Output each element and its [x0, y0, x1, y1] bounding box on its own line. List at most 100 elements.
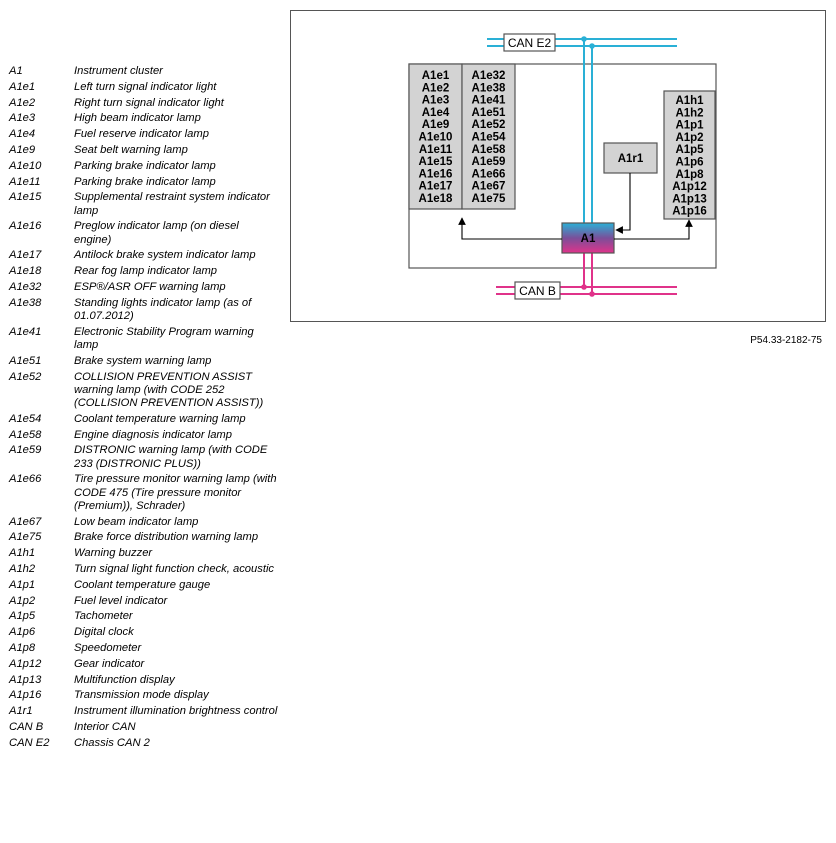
lamp-column-right: A1e32A1e38A1e41A1e51A1e52A1e54A1e58A1e59…	[472, 70, 506, 205]
legend-description: Tire pressure monitor warning lamp (with…	[74, 473, 277, 512]
legend-description: Rear fog lamp indicator lamp	[74, 265, 218, 278]
legend-code: CAN B	[9, 720, 44, 733]
legend-item: A1p2 Fuel level indicator	[9, 595, 279, 608]
display-label: A1p2	[675, 132, 703, 144]
legend-item: A1e4 Fuel reserve indicator lamp	[9, 128, 279, 141]
legend-code: A1e54	[9, 412, 42, 425]
legend-code: A1p13	[9, 673, 42, 686]
lamp-label: A1e67	[472, 181, 506, 193]
display-column: A1h1A1h2A1p1A1p2A1p5A1p6A1p8A1p12A1p13A1…	[672, 95, 707, 218]
legend-description: Instrument illumination brightness contr…	[74, 705, 278, 718]
legend-code: A1e41	[9, 325, 42, 338]
legend-description: COLLISION PREVENTION ASSIST warning lamp…	[74, 370, 264, 409]
legend-item: A1e3 High beam indicator lamp	[9, 112, 279, 125]
legend-item: A1e67 Low beam indicator lamp	[9, 516, 279, 529]
legend-code: A1p6	[9, 626, 36, 639]
legend-description: Speedometer	[74, 641, 142, 654]
legend-description: DISTRONIC warning lamp (with CODE 233 (D…	[74, 444, 268, 470]
lamp-label: A1e54	[472, 132, 506, 144]
legend-description: High beam indicator lamp	[74, 112, 201, 125]
legend-description: Gear indicator	[74, 657, 145, 670]
legend-code: A1e2	[9, 96, 36, 109]
lamp-label: A1e2	[422, 82, 450, 94]
legend-description: Seat belt warning lamp	[74, 143, 188, 156]
legend-description: Right turn signal indicator light	[74, 96, 224, 109]
legend-item: A1r1 Instrument illumination brightness c…	[9, 705, 279, 718]
legend-description: ESP®/ASR OFF warning lamp	[74, 280, 226, 293]
lamp-label: A1e51	[472, 107, 506, 119]
legend-description: Fuel level indicator	[74, 594, 168, 607]
legend-description: Tachometer	[74, 610, 133, 623]
legend-description: Fuel reserve indicator lamp	[74, 128, 209, 141]
legend-item: A1e54 Coolant temperature warning lamp	[9, 413, 279, 426]
legend-code: A1r1	[9, 705, 33, 718]
a1-label: A1	[581, 233, 596, 245]
legend-code: A1h1	[9, 547, 36, 560]
legend-item: A1e9 Seat belt warning lamp	[9, 144, 279, 157]
legend-description: Coolant temperature gauge	[74, 578, 211, 591]
legend-code: A1e51	[9, 354, 42, 367]
display-label: A1p16	[672, 206, 707, 218]
legend-code: A1p16	[9, 689, 42, 702]
lamp-label: A1e17	[419, 181, 453, 193]
display-label: A1p6	[675, 157, 703, 169]
legend-code: A1e10	[9, 159, 42, 172]
legend-code: A1e4	[9, 128, 36, 141]
lamp-label: A1e10	[419, 132, 453, 144]
lamp-label: A1e9	[422, 119, 450, 131]
lamp-label: A1e75	[472, 193, 506, 205]
legend-code: A1p8	[9, 641, 36, 654]
legend-description: Left turn signal indicator light	[74, 80, 217, 93]
legend-code: A1e11	[9, 175, 41, 188]
legend-item: A1e2 Right turn signal indicator light	[9, 97, 279, 110]
a1r1-box	[603, 142, 658, 174]
legend-description: Multifunction display	[74, 673, 175, 686]
legend-code: A1e67	[9, 515, 42, 528]
legend-code: A1p2	[9, 594, 36, 607]
lamp-column-left: A1e1A1e2A1e3A1e4A1e9A1e10A1e11A1e15A1e16…	[419, 70, 453, 205]
legend-description: Coolant temperature warning lamp	[74, 412, 246, 425]
legend-code: A1h2	[9, 562, 36, 575]
a1r1-label: A1r1	[618, 153, 644, 165]
lamp-label: A1e15	[419, 156, 453, 168]
legend-item: A1e32 ESP®/ASR OFF warning lamp	[9, 281, 279, 294]
lamp-label: A1e11	[419, 144, 453, 156]
legend-code: A1e1	[9, 80, 36, 93]
legend-description: Brake force distribution warning lamp	[74, 531, 259, 544]
legend-item: A1e75 Brake force distribution warning la…	[9, 531, 279, 544]
legend-code: A1e32	[9, 280, 42, 293]
legend-item: A1p8 Speedometer	[9, 642, 279, 655]
legend-code: A1e9	[9, 143, 36, 156]
legend-description: Interior CAN	[74, 720, 136, 733]
legend-code: A1e18	[9, 265, 42, 278]
legend-code: A1e75	[9, 531, 42, 544]
wiring-diagram: CAN E2 CAN B A1e1A1e2A1e3A1e4A1e9A1e10A1…	[408, 33, 717, 300]
legend-code: A1e3	[9, 112, 36, 125]
figure-reference: P54.33-2182-75	[750, 335, 822, 346]
arrow-to-lamps	[458, 217, 562, 240]
can-e2-label: CAN E2	[508, 36, 552, 50]
can-b-label-box	[514, 281, 561, 300]
arrow-to-displays	[614, 219, 693, 240]
legend-item: CAN B Interior CAN	[9, 721, 279, 734]
legend-description: Antilock brake system indicator lamp	[74, 249, 256, 262]
legend-description: Standing lights indicator lamp (as of 01…	[74, 296, 252, 322]
legend-description: Low beam indicator lamp	[74, 515, 199, 528]
legend-code: A1e58	[9, 428, 42, 441]
can-b-label: CAN B	[519, 284, 556, 298]
